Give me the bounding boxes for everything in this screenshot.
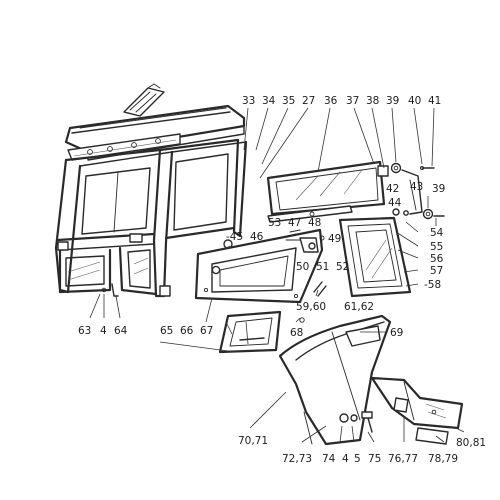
callout-53: 53	[268, 217, 281, 229]
fender-brackets	[339, 376, 464, 445]
hinge-hardware	[377, 162, 445, 220]
callout-56: 56	[430, 253, 444, 265]
callout-34: 34	[262, 95, 276, 107]
callout-41: 41	[428, 95, 441, 107]
callout-45: -45	[226, 231, 243, 243]
callout-75: 75	[368, 453, 381, 465]
door-panel	[194, 228, 325, 304]
callout-39-right: 39	[432, 183, 445, 195]
small-fasteners	[101, 281, 327, 323]
callout-27: 27	[302, 95, 315, 107]
callout-47: 47	[288, 217, 301, 229]
callout-39-top: 39	[386, 95, 399, 107]
callout-54: 54	[430, 227, 444, 239]
callout-37: 37	[346, 95, 359, 107]
callout-76-77: 76,77	[388, 453, 418, 465]
callout-35: 35	[282, 95, 295, 107]
lower-tray	[218, 310, 282, 354]
side-window-frame	[338, 216, 412, 298]
callout-33: 33	[242, 95, 255, 107]
callout-48: 48	[308, 217, 321, 229]
callout-64: 64	[114, 325, 128, 337]
roof-panel	[64, 83, 246, 161]
callout-59-60: 59,60	[296, 301, 326, 313]
callout-57: 57	[430, 265, 443, 277]
callout-46: 46	[250, 231, 264, 243]
callout-50: 50	[296, 261, 309, 273]
cab-frame	[54, 138, 248, 298]
leader-lines	[89, 107, 465, 443]
callout-80-81: 80,81	[456, 437, 486, 449]
callout-70-71: 70,71	[238, 435, 268, 447]
callout-4-left: 4	[100, 325, 107, 337]
rear-glass-panel	[266, 160, 386, 216]
callout-68: 68	[290, 327, 303, 339]
callout-55: 55	[430, 241, 443, 253]
callout-5: 5	[354, 453, 361, 465]
callout-4-bottom: 4	[342, 453, 349, 465]
callout-63: 63	[78, 325, 91, 337]
callout-78-79: 78,79	[428, 453, 458, 465]
callout-65: 65	[160, 325, 173, 337]
callout-38: 38	[366, 95, 379, 107]
callout-49: 49	[328, 233, 341, 245]
callout-44: 44	[388, 197, 402, 209]
callout-66: 66	[180, 325, 194, 337]
callout-40: 40	[408, 95, 421, 107]
callout-42: 42	[386, 183, 399, 195]
callout-74: 74	[322, 453, 336, 465]
callout-43: 43	[410, 181, 423, 193]
callout-67: 67	[200, 325, 213, 337]
callout-51: 51	[316, 261, 329, 273]
callout-72-73: 72,73	[282, 453, 312, 465]
callout-52: 52	[336, 261, 349, 273]
callout-labels: 33 34 35 27 36 37 38 39 40 41 42 43 39 4…	[78, 95, 486, 465]
callout-69: 69	[390, 327, 403, 339]
callout-58: -58	[424, 279, 441, 291]
callout-61-62: 61,62	[344, 301, 374, 313]
callout-36: 36	[324, 95, 338, 107]
